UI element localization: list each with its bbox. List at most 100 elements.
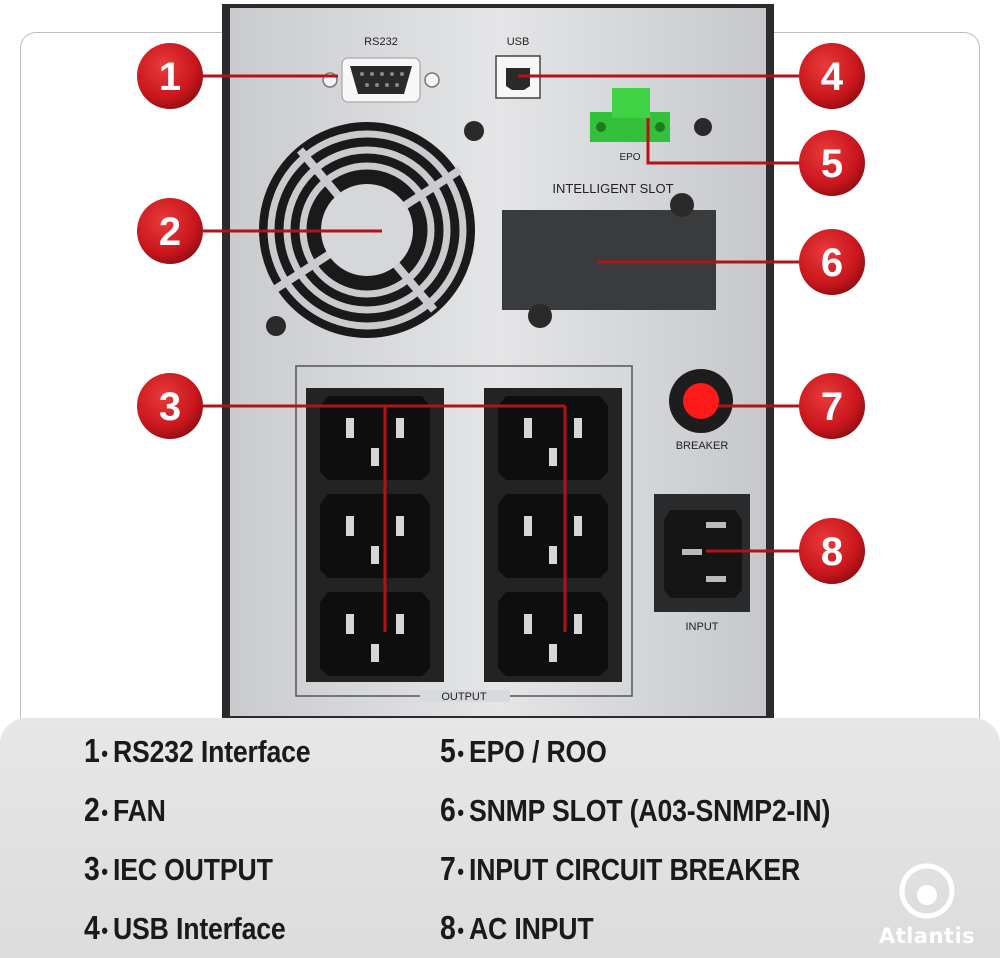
output-label-bg [420,690,510,702]
legend-number: 7 [440,850,456,887]
outlet-slot [371,546,379,564]
legend-text: USB Interface [112,911,286,946]
legend-item-1: 1•RS232 Interface [84,732,311,770]
outlet-slot [346,418,354,438]
iec-outlet-2 [320,494,430,578]
slot-screw-bottom [528,304,552,328]
usb-connector [506,68,530,90]
iec-outlet-1 [320,396,430,480]
outlet-slot [346,614,354,634]
bullet-icon: • [101,799,108,825]
leader-lines [200,74,800,632]
output-label: OUTPUT [441,691,487,703]
legend-item-5: 5•EPO / ROO [440,732,607,770]
outlet-slot [549,448,557,466]
legend-item-2: 2•FAN [84,791,166,829]
legend-text: AC INPUT [468,911,594,946]
outlet-slot [371,448,379,466]
legend-number: 4 [84,909,100,946]
output-outlets: OUTPUT [295,365,633,703]
callouts: 1 2 3 4 5 6 7 8 [137,43,865,584]
outlet-slot [574,614,582,634]
brand: Atlantis [872,862,982,948]
outlet-slot [396,614,404,634]
legend-item-7: 7•INPUT CIRCUIT BREAKER [440,850,800,888]
legend-number: 5 [440,732,456,769]
epo-terminal: EPO [590,88,712,163]
callout-8: 8 [799,518,865,584]
svg-text:5: 5 [821,142,843,186]
svg-text:3: 3 [159,385,181,429]
outlet-slot [574,418,582,438]
legend-text: INPUT CIRCUIT BREAKER [468,852,801,887]
legend-text: SNMP SLOT (A03-SNMP2-IN) [468,793,831,828]
callout-3: 3 [137,373,203,439]
outlet-slot [549,644,557,662]
rs232-label: RS232 [364,36,398,48]
intelligent-slot: INTELLIGENT SLOT [502,181,716,328]
legend-text: FAN [112,793,166,828]
callout-5: 5 [799,130,865,196]
outlet-slot [574,516,582,536]
callout-1: 1 [137,43,203,109]
slot-cover [502,210,716,310]
svg-text:7: 7 [821,385,843,429]
epo-screw-left [596,122,606,132]
fan-screw-bottom [266,316,286,336]
breaker-button [683,383,719,419]
iec-outlet-5 [498,494,608,578]
bullet-icon: • [457,799,464,825]
svg-text:2: 2 [159,210,181,254]
callout-4: 4 [799,43,865,109]
legend-number: 1 [84,732,100,769]
usb-label: USB [507,36,530,48]
svg-text:1: 1 [159,55,181,99]
outlet-slot [371,644,379,662]
legend-text: IEC OUTPUT [112,852,273,887]
bullet-icon: • [101,858,108,884]
legend-number: 8 [440,909,456,946]
legend-item-8: 8•AC INPUT [440,909,594,947]
breaker: BREAKER [669,369,733,452]
outlet-slot [549,546,557,564]
bullet-icon: • [457,740,464,766]
bullet-icon: • [101,740,108,766]
epo-plug [612,88,650,118]
intelligent-slot-label: INTELLIGENT SLOT [552,181,673,196]
svg-text:8: 8 [821,530,843,574]
legend-text: RS232 Interface [112,734,311,769]
outlet-slot [524,418,532,438]
iec-outlet-6 [498,592,608,676]
breaker-label: BREAKER [676,440,729,452]
bullet-icon: • [457,917,464,943]
rs232-screw-right [424,72,440,88]
legend-number: 2 [84,791,100,828]
svg-text:6: 6 [821,241,843,285]
outlet-slot [524,516,532,536]
input-label: INPUT [686,621,719,633]
leader-line-5 [646,118,800,165]
legend-text: EPO / ROO [468,734,607,769]
rs232-connector [350,66,412,94]
callout-6: 6 [799,229,865,295]
iec-outlet-4 [498,396,608,480]
input-inlet [664,510,742,598]
slot-screw-top [670,193,694,217]
epo-screw-right [655,122,665,132]
rs232-port: RS232 [322,36,440,103]
iec-outlet-3 [320,592,430,676]
outlet-slot [524,614,532,634]
epo-screw [694,118,712,136]
outlet-slot [346,516,354,536]
svg-text:4: 4 [821,55,844,99]
input-socket: INPUT [654,494,750,633]
outlet-slot [396,418,404,438]
legend-item-4: 4•USB Interface [84,909,286,947]
bullet-icon: • [457,858,464,884]
callout-7: 7 [799,373,865,439]
legend-number: 6 [440,791,456,828]
atlantis-logo-icon [899,863,955,919]
fan-screw-top [464,121,484,141]
bullet-icon: • [101,917,108,943]
